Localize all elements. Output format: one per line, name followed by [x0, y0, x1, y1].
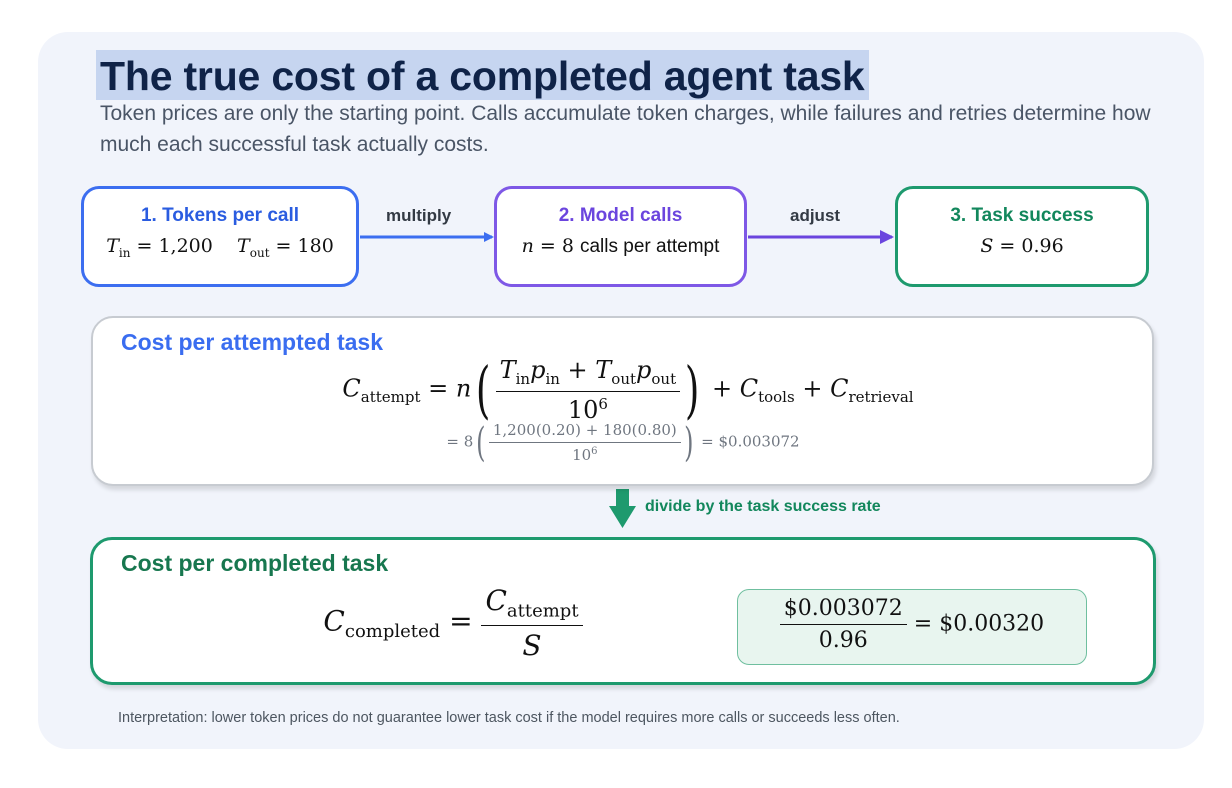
attempt-calculation: = 8(1,200(0.20) + 180(0.80)106) = $0.003…	[446, 419, 800, 466]
page-subtitle: Token prices are only the starting point…	[100, 102, 1151, 156]
step-title: 1. Tokens per call	[140, 205, 300, 226]
arrow-label-multiply: multiply	[386, 206, 452, 225]
sub-retrieval: retrieval	[848, 388, 914, 407]
attempt-result: $0.003072	[718, 432, 800, 451]
step-tokens-per-call: 1. Tokens per call Tin = 1,200 Tout = 18…	[81, 186, 359, 287]
t-in-value: 1,200	[158, 235, 213, 257]
page-title: The true cost of a completed agent task	[96, 50, 869, 100]
n-value: 8	[561, 235, 574, 257]
divide-label: divide by the task success rate	[645, 498, 881, 515]
calls-equation: n = 8 calls per attempt	[521, 235, 720, 257]
completed-denominator: 0.96	[818, 628, 868, 653]
step-task-success: 3. Task success S = 0.96	[895, 186, 1149, 287]
attempt-cost-panel: Cost per attempted task Cattempt = n(Tin…	[91, 316, 1154, 486]
interpretation-note: Interpretation: lower token prices do no…	[118, 710, 900, 726]
sub-tools: tools	[758, 388, 795, 407]
step-title: 2. Model calls	[558, 205, 683, 226]
tokens-equation: Tin = 1,200 Tout = 180	[106, 235, 334, 260]
calls-suffix: calls per attempt	[579, 236, 720, 257]
s-value: 0.96	[1021, 235, 1064, 257]
success-equation: S = 0.96	[980, 235, 1064, 257]
t-out-value: 180	[297, 235, 334, 257]
completed-cost-panel: Cost per completed task Ccompleted = Cat…	[90, 537, 1156, 685]
step-model-calls: 2. Model calls n = 8 calls per attempt	[494, 186, 747, 287]
arrow-label-adjust: adjust	[790, 206, 841, 225]
step-title: 3. Task success	[950, 205, 1094, 226]
completed-panel-title: Cost per completed task	[121, 550, 389, 576]
completed-result: $0.00320	[939, 611, 1045, 637]
attempt-panel-title: Cost per attempted task	[121, 329, 384, 355]
completed-numerator: $0.003072	[779, 596, 907, 625]
attempt-numerator: 1,200(0.20) + 180(0.80)	[488, 421, 681, 443]
